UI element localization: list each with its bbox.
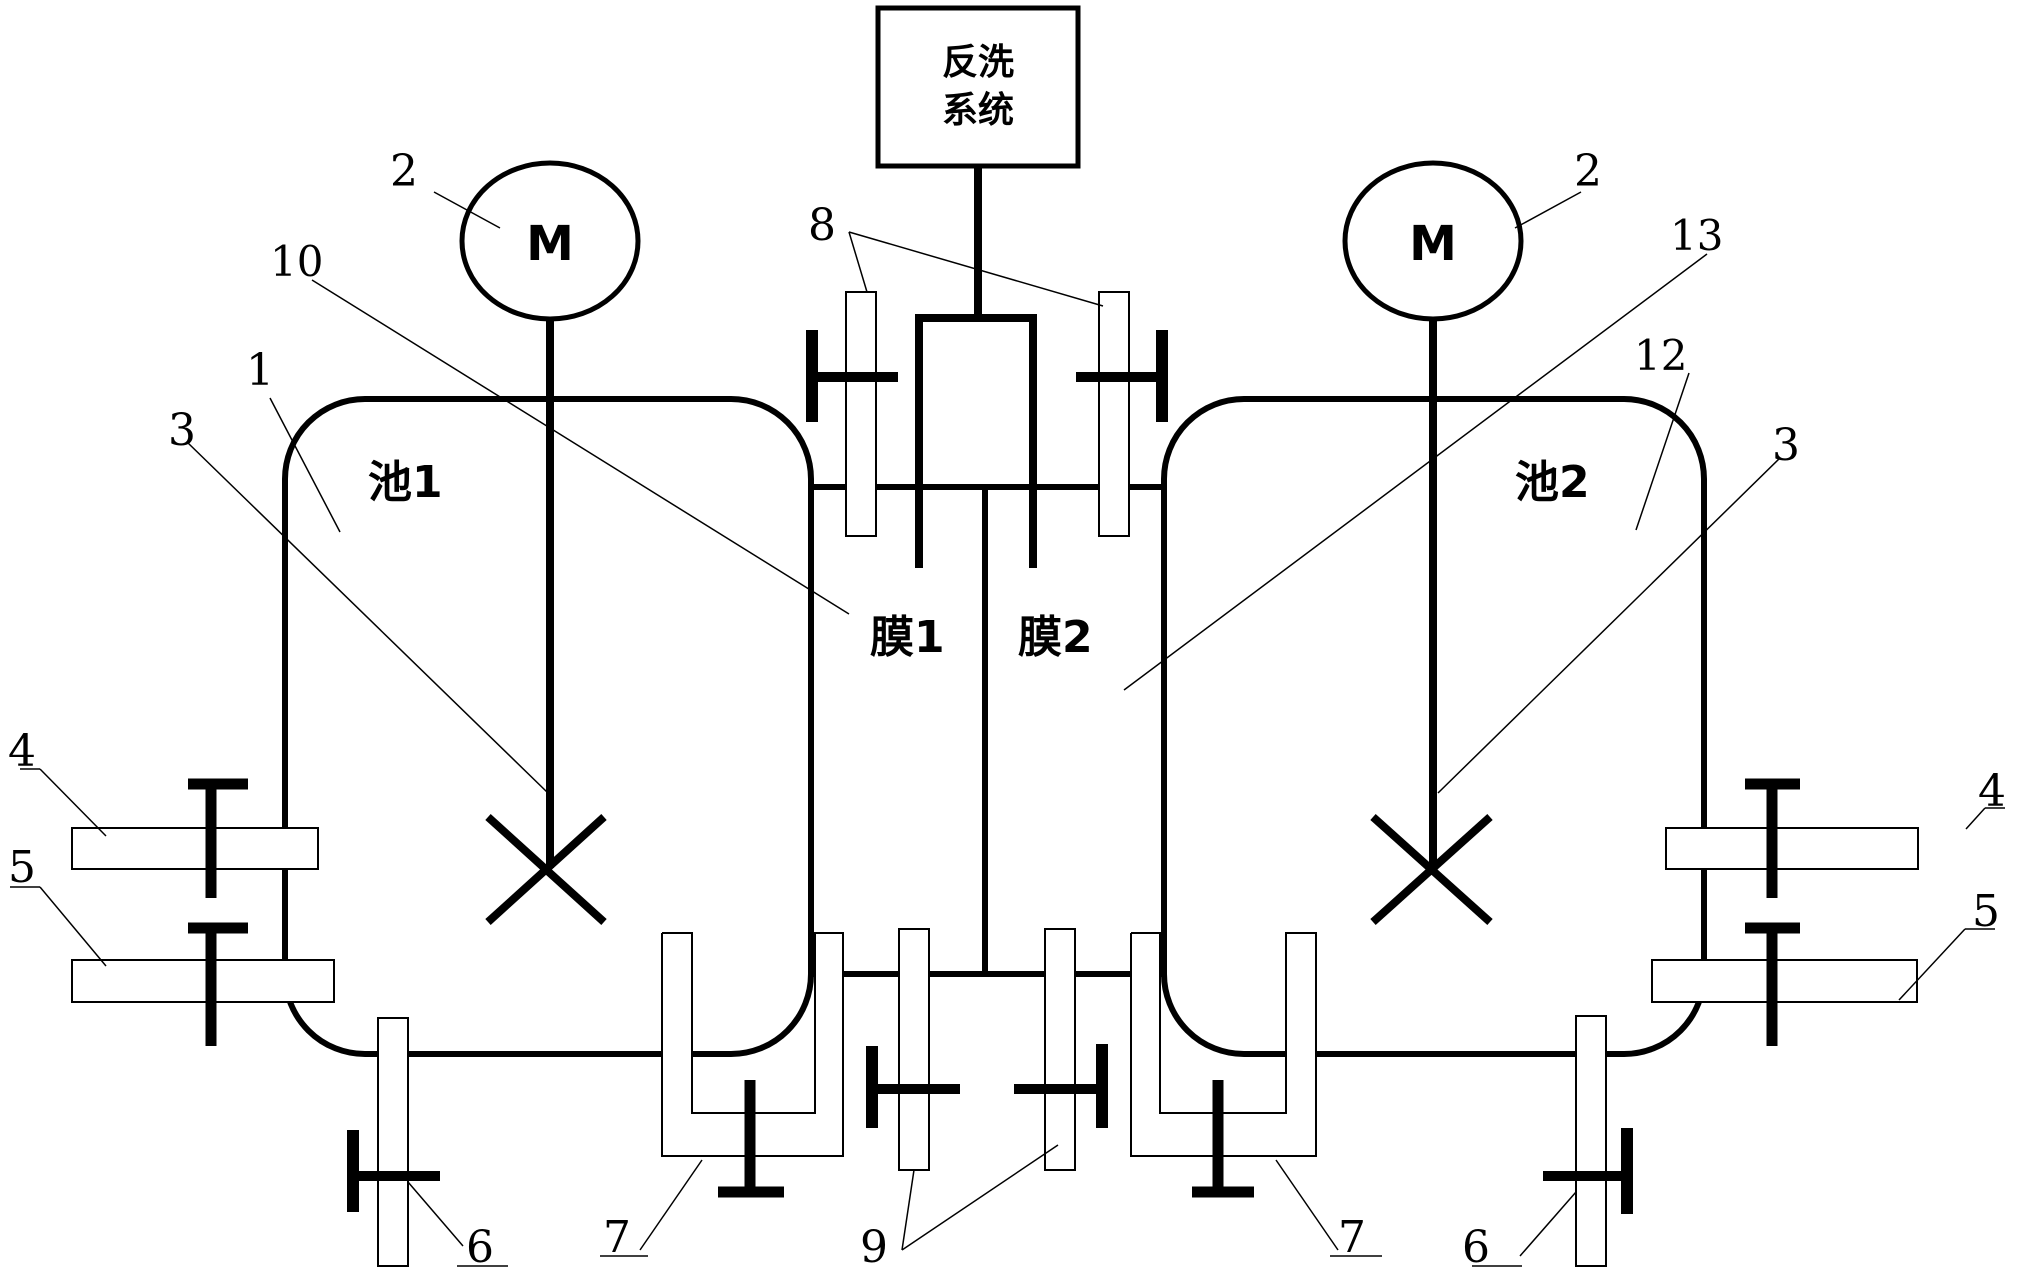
motor-right: M (1342, 160, 1524, 322)
outlet-7-right (1130, 932, 1317, 1198)
membrane-2-label: 膜2 (1018, 612, 1093, 663)
callout-9: 9 (860, 1222, 888, 1273)
callout-12: 12 (1634, 331, 1687, 380)
backwash-manifold (915, 166, 1037, 568)
callout-8: 8 (808, 200, 836, 251)
callout-7-left: 7 (603, 1212, 631, 1263)
callout-6-left: 6 (466, 1222, 494, 1273)
callout-numbers: 1 2 2 3 3 4 4 5 5 6 6 7 7 8 9 10 12 13 (8, 146, 2006, 1273)
callout-6-right: 6 (1462, 1222, 1490, 1273)
callout-4-right: 4 (1978, 766, 2006, 817)
drain-6-left (347, 1017, 440, 1267)
callout-5-right: 5 (1972, 886, 2000, 937)
motor-right-symbol: M (1409, 216, 1457, 272)
pool-left-label: 池1 (368, 457, 443, 508)
valve-8-left (806, 291, 898, 537)
callout-2-left: 2 (390, 146, 418, 197)
callout-3-left: 3 (168, 405, 196, 456)
callout-3-right: 3 (1772, 420, 1800, 471)
drain-6-right (1543, 1015, 1633, 1267)
backwash-label-line2: 系统 (942, 90, 1014, 131)
stirrer-blade-left (485, 814, 607, 925)
backwash-label-line1: 反洗 (942, 42, 1014, 83)
motor-left-symbol: M (526, 216, 574, 272)
stirrer-blade-right (1370, 814, 1493, 925)
valve-8-right (1076, 291, 1168, 537)
callout-4-left: 4 (8, 726, 36, 777)
membrane-channels (811, 484, 1164, 977)
valve-9-left (866, 928, 960, 1171)
pipe-5-right (1651, 922, 1918, 1046)
valve-9-right (1014, 928, 1108, 1171)
motor-left: M (459, 160, 641, 322)
backwash-system-box: 反洗 系统 (875, 5, 1081, 169)
callout-7-right: 7 (1338, 1212, 1366, 1263)
pool-right-label: 池2 (1515, 457, 1590, 508)
pipe-4-left (71, 778, 319, 898)
callout-10: 10 (270, 237, 323, 286)
callout-5-left: 5 (8, 842, 36, 893)
membrane-1-label: 膜1 (870, 612, 945, 663)
pipe-4-right (1665, 778, 1919, 898)
pipe-5-left (71, 922, 335, 1046)
callout-13: 13 (1670, 211, 1723, 260)
callout-1: 1 (246, 345, 274, 396)
outlet-7-left (661, 932, 844, 1198)
callout-2-right: 2 (1574, 146, 1602, 197)
leader-lines (10, 191, 2005, 1267)
